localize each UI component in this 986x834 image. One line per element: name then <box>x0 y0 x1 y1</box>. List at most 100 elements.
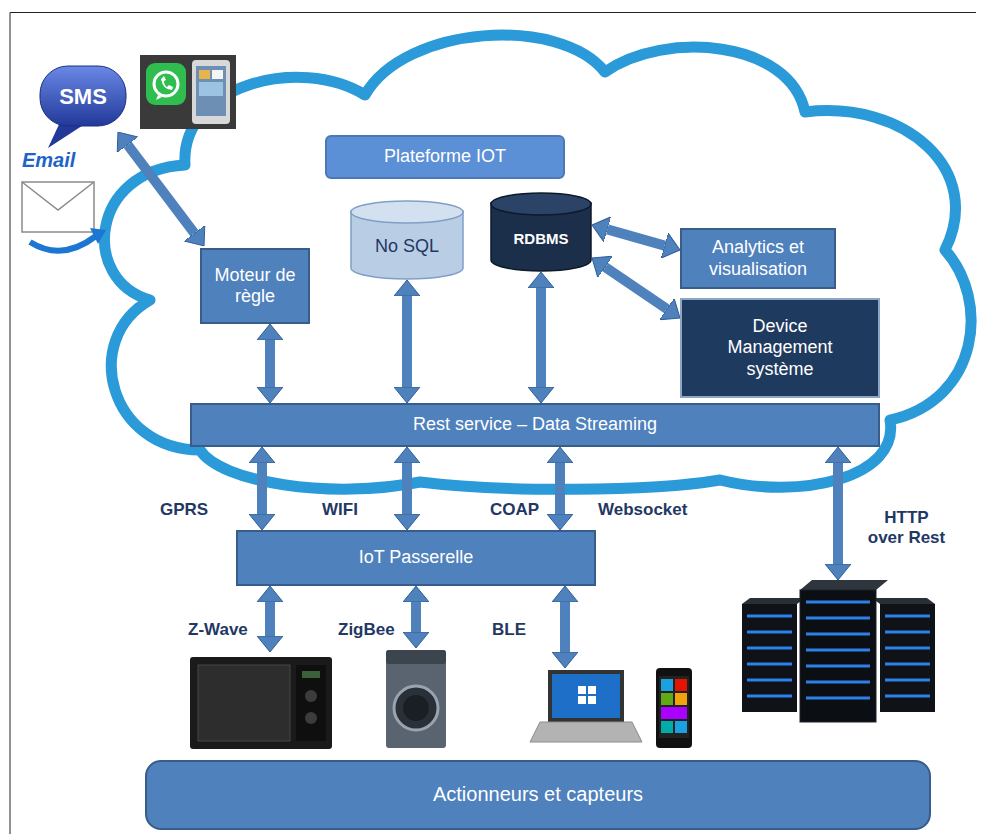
node-text: Rest service – Data Streaming <box>413 414 657 435</box>
node-text: RDBMS <box>514 230 569 248</box>
tile <box>675 679 687 691</box>
display <box>302 671 320 678</box>
node-text: Analytics et visualisation <box>690 237 826 279</box>
node-text-group: RDBMS <box>514 230 569 248</box>
envelope-flap <box>22 182 94 210</box>
outer-frame <box>10 13 976 834</box>
node-text: Moteur de règle <box>210 265 300 307</box>
knob <box>305 690 317 702</box>
photo-ground <box>140 55 236 129</box>
node-text-group: IoT Passerelle <box>359 547 474 568</box>
microwave <box>190 657 332 749</box>
cylinder-top <box>491 193 591 215</box>
node-text: IoT Passerelle <box>359 547 474 568</box>
rule-engine-box: Moteur de règle <box>200 248 310 324</box>
double-arrow-connector <box>265 340 275 387</box>
rack-lights <box>747 602 930 698</box>
cylinder-top <box>351 201 463 223</box>
tile <box>661 707 687 719</box>
node-text-group: No SQL <box>375 236 439 257</box>
sms-bubble <box>40 66 126 126</box>
phone-body <box>656 668 692 748</box>
email-icon <box>22 182 106 251</box>
tile <box>675 693 687 705</box>
window-pane <box>578 696 586 704</box>
cloud-outline <box>104 35 971 489</box>
sms-icon <box>40 66 126 148</box>
rack-front <box>742 604 797 712</box>
window-pane <box>588 696 596 704</box>
whatsapp-icon <box>140 55 236 129</box>
node-text-group: Actionneurs et capteurs <box>433 783 643 807</box>
protocol-label: ZigBee <box>338 620 395 640</box>
tile <box>661 721 673 733</box>
devices-band: Actionneurs et capteurs <box>145 760 931 830</box>
double-arrow-connector <box>555 463 565 514</box>
window-pane <box>578 686 586 694</box>
laptop-screen <box>552 674 620 718</box>
control-panel <box>296 665 326 741</box>
envelope <box>22 182 94 232</box>
email-swoosh-head <box>90 228 106 244</box>
icon-text: Email <box>22 148 75 172</box>
washer-door <box>394 686 438 730</box>
smartphone <box>656 668 692 748</box>
protocol-label: WIFI <box>322 500 358 520</box>
database-cylinder: RDBMS <box>490 192 592 272</box>
email-swoosh <box>30 236 96 251</box>
laptop-lid <box>548 670 624 722</box>
washing-machine <box>386 650 446 748</box>
rack-top <box>742 598 805 604</box>
phone-body <box>192 60 230 124</box>
screen-tile <box>199 70 210 79</box>
protocol-label: GPRS <box>160 500 208 520</box>
protocol-label: BLE <box>492 620 526 640</box>
double-arrow-connector <box>402 296 412 387</box>
washer-drum <box>403 695 429 721</box>
device-arrow <box>560 602 570 652</box>
node-text: No SQL <box>375 236 439 257</box>
screen-tile <box>212 70 223 79</box>
double-arrow-connector <box>605 267 667 309</box>
icon-text: SMS <box>47 84 119 110</box>
gateway-band: IoT Passerelle <box>236 530 596 586</box>
double-arrow-connector <box>257 463 267 514</box>
whatsapp-logo <box>146 63 186 105</box>
protocol-label: COAP <box>490 500 539 520</box>
handset-glyph <box>161 76 173 90</box>
platform-title-box: Plateforme IOT <box>325 135 565 179</box>
service-band: Rest service – Data Streaming <box>190 403 880 447</box>
laptop <box>530 670 642 742</box>
node-text-group: Analytics et visualisation <box>690 237 826 279</box>
rack-front <box>800 590 876 722</box>
rack-top <box>800 580 888 590</box>
node-text: Actionneurs et capteurs <box>433 783 643 807</box>
rack-top <box>872 598 935 604</box>
microwave-body <box>190 657 332 749</box>
phone-screen <box>659 676 689 738</box>
tile <box>675 721 687 733</box>
double-arrow-connector <box>402 463 412 514</box>
washer-panel <box>386 650 446 664</box>
double-arrow-connector <box>536 288 546 387</box>
whatsapp-tail <box>156 95 162 100</box>
node-text-group: Plateforme IOT <box>384 146 506 167</box>
protocol-label: Z-Wave <box>188 620 248 640</box>
double-arrow-connector <box>607 229 664 245</box>
node-text-group: Device Management système <box>702 316 858 380</box>
rack-front <box>880 604 935 712</box>
device-arrow <box>411 602 421 632</box>
protocol-label: HTTP over Rest <box>866 508 947 549</box>
phone-screen <box>196 66 226 116</box>
washer-body <box>386 650 446 748</box>
node-text: Plateforme IOT <box>384 146 506 167</box>
knob <box>305 712 317 724</box>
server-racks <box>742 580 935 722</box>
protocol-label: Websocket <box>598 500 687 520</box>
analytics-box: Analytics et visualisation <box>680 228 836 289</box>
database-cylinder: No SQL <box>350 200 464 280</box>
notification-arrow <box>128 145 195 233</box>
node-text-group: Rest service – Data Streaming <box>413 414 657 435</box>
tile <box>661 679 673 691</box>
